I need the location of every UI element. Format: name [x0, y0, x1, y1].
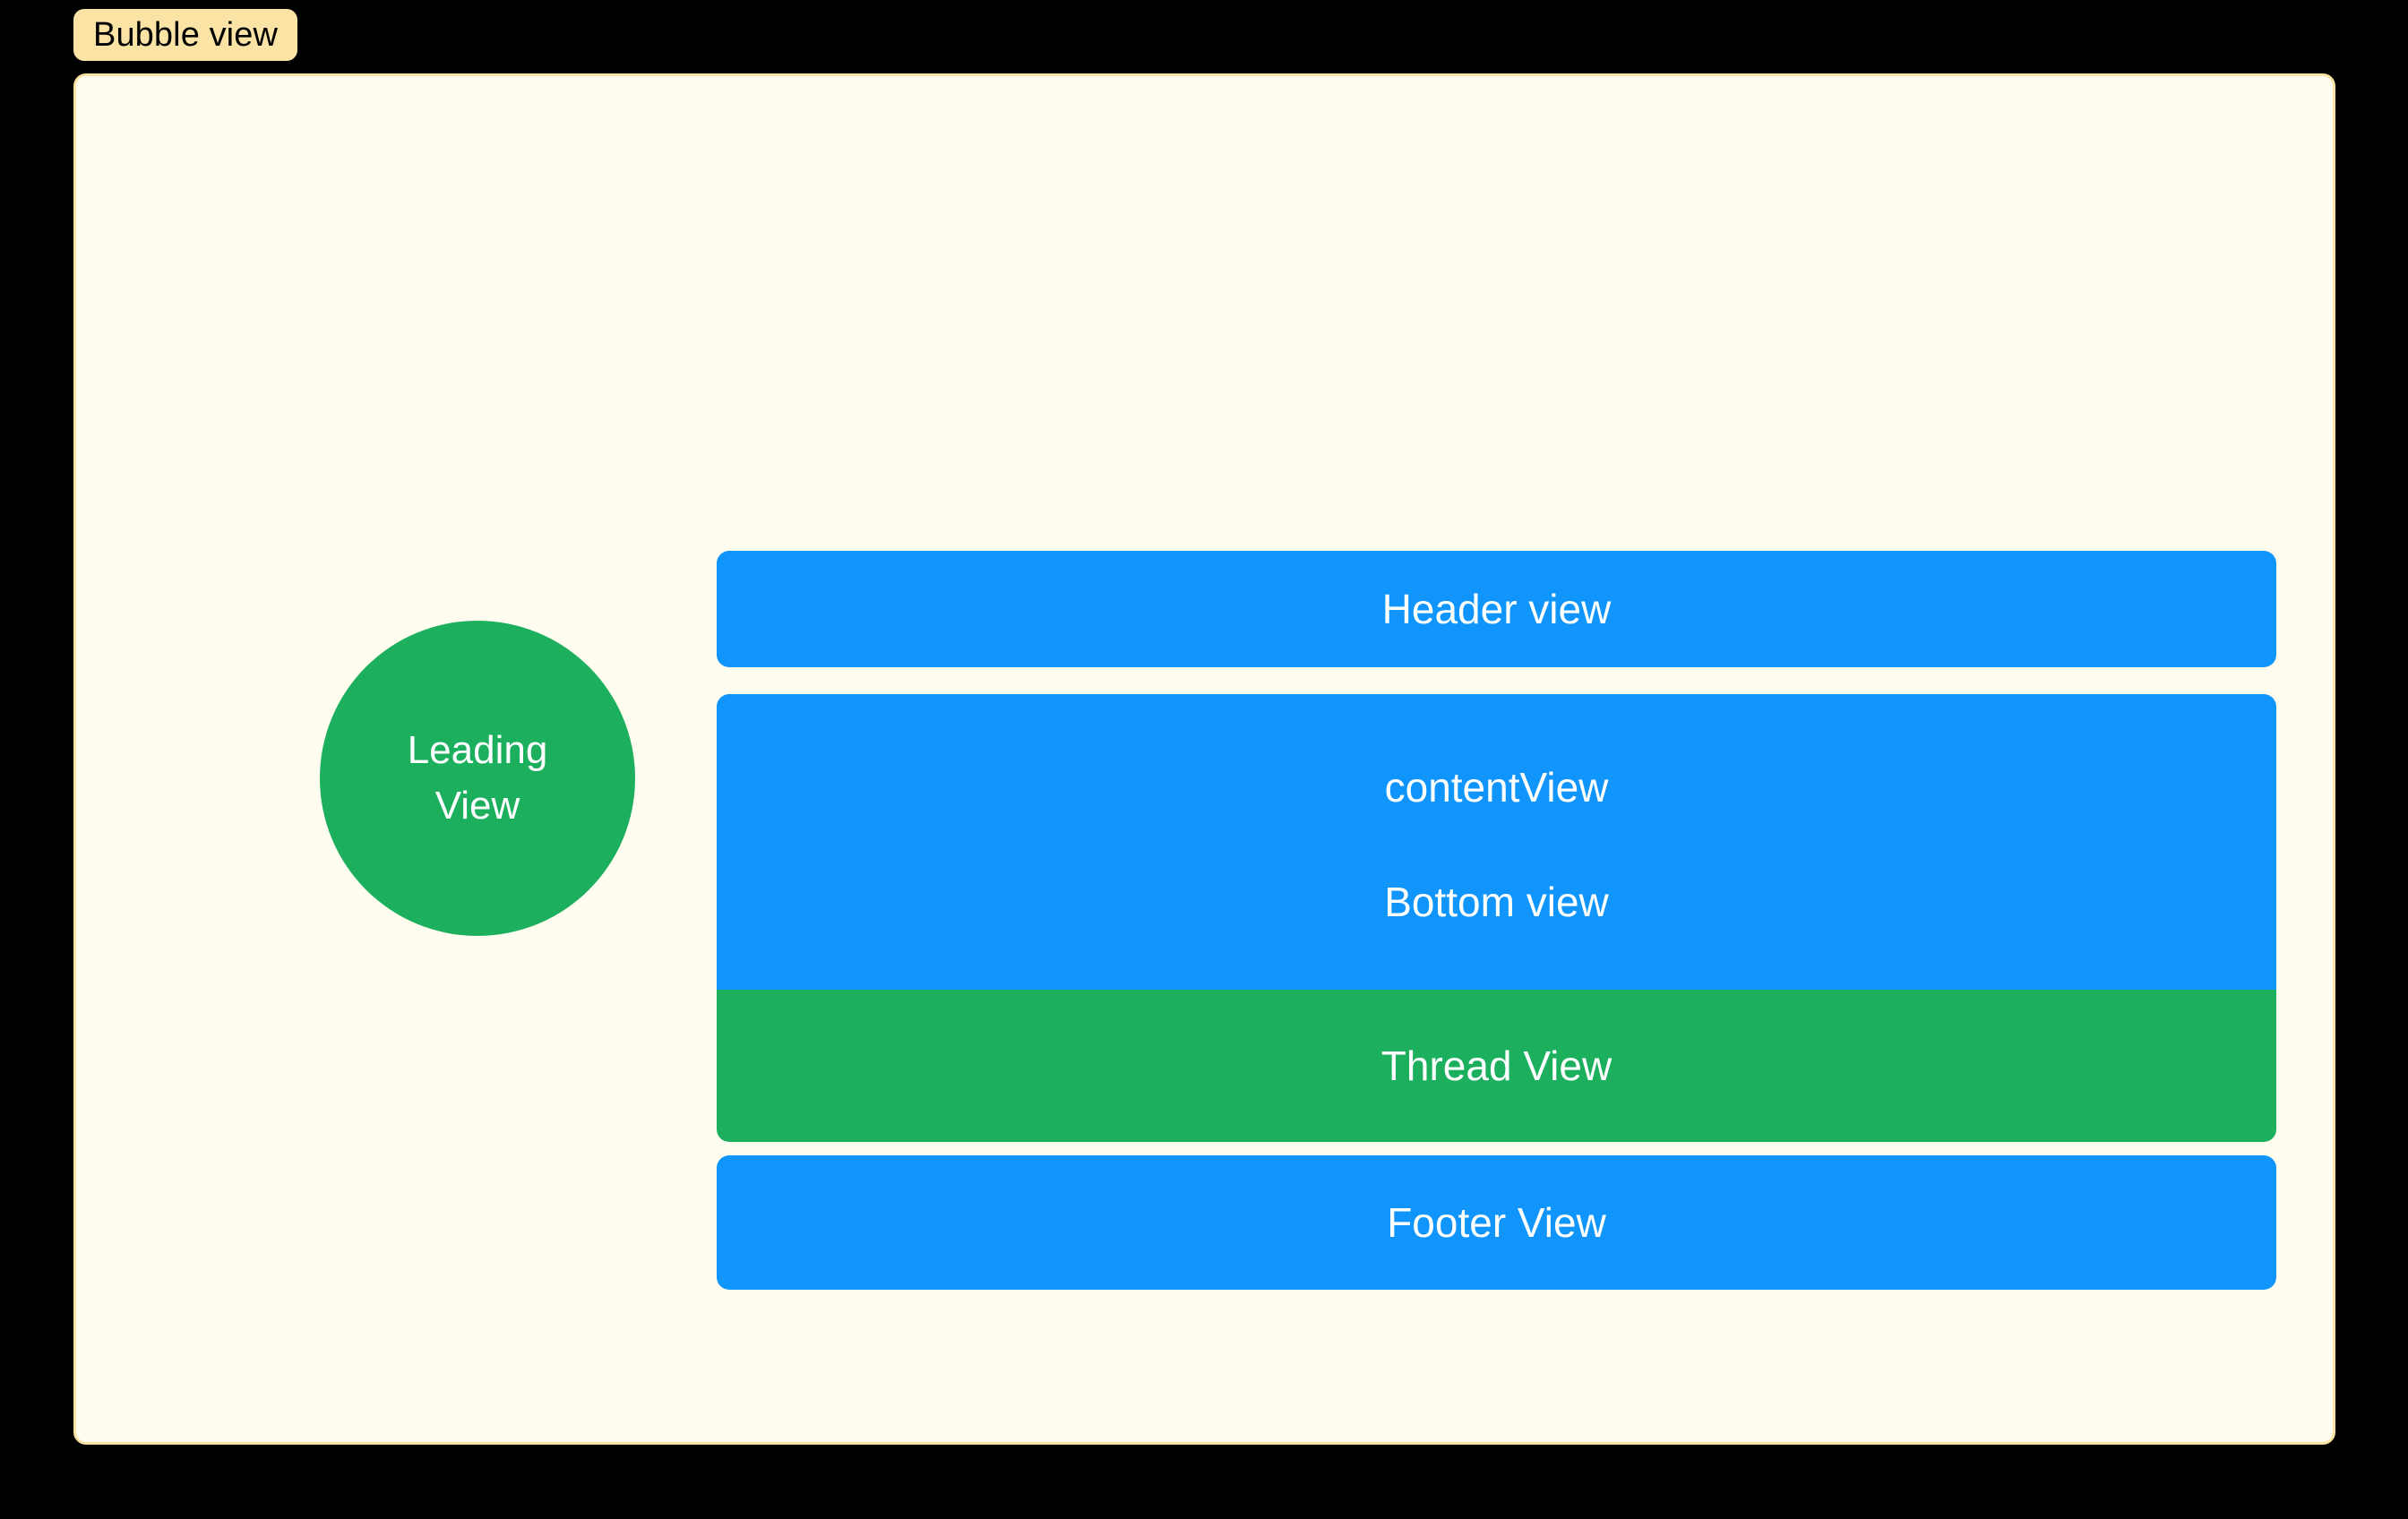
bottom-view-label: Bottom view [1384, 879, 1609, 925]
bubble-view-badge: Bubble view [73, 9, 297, 61]
thread-view-label: Thread View [1380, 1043, 1612, 1089]
header-view-label: Header view [1381, 586, 1612, 632]
bubble-view-card: Leading View Header view contentView Bot… [73, 73, 2335, 1445]
leading-view-label-line1: Leading [407, 727, 548, 772]
leading-view-label-line2: View [434, 784, 520, 828]
leading-view-circle: Leading View [320, 621, 635, 936]
thread-view-block: Thread View [717, 990, 2276, 1142]
view-stack: Header view contentView Bottom view Thre… [717, 551, 2276, 1290]
header-view-block: Header view [717, 551, 2276, 667]
footer-view-label: Footer View [1387, 1199, 1606, 1246]
content-view-label: contentView [1384, 764, 1609, 811]
footer-view-block: Footer View [717, 1155, 2276, 1290]
content-view-block: contentView Bottom view [717, 694, 2276, 990]
